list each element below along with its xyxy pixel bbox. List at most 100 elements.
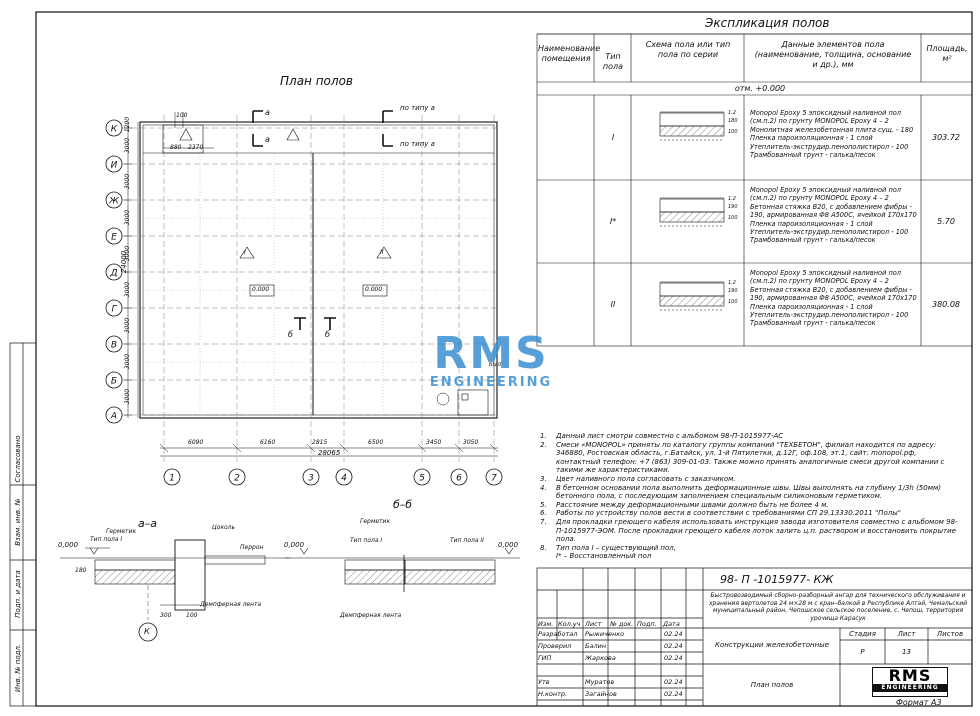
row3-desc: Monopol Epoxy 5 эпоксидный наливной пол(… xyxy=(750,269,922,328)
stamp-col-header: Подп. xyxy=(637,620,657,628)
note-item: 5.Расстояние между деформационными швами… xyxy=(540,501,960,510)
row-axis-7: Б xyxy=(105,371,123,389)
row-total-dim: 24000 xyxy=(120,250,129,274)
col-total-dim: 28065 xyxy=(318,449,341,457)
floor-layer-line: Трамбованный грунт - галька/песок xyxy=(750,236,876,245)
stamp-stage: Р xyxy=(860,648,865,656)
section-mark-a2: а xyxy=(265,135,270,144)
row-axis-label: И xyxy=(111,161,118,171)
floor-layer-line: Пленка пароизоляционная - 1 слой xyxy=(750,219,873,228)
aa-label-platform: Перрон xyxy=(240,544,264,551)
section-aa xyxy=(60,539,290,642)
title-block xyxy=(536,567,973,707)
row-axis-8: А xyxy=(105,406,123,424)
col-dim: 6090 xyxy=(188,439,204,446)
side-inv: Инв. № подл. xyxy=(14,643,22,693)
hdr-data: Данные элементов пола (наименование, тол… xyxy=(754,40,912,69)
row-axis-label: Б xyxy=(111,377,117,387)
aa-axis-k: К xyxy=(144,627,150,636)
bb-label-damper: Демпферная лента xyxy=(340,612,402,619)
stamp-person-field: Загайнов xyxy=(585,690,617,698)
note-text: Данный лист смотри совместно с альбомом … xyxy=(556,432,784,440)
floor-layer-line: Утеплитель-экструдир.пенополистирол - 10… xyxy=(750,228,909,237)
floor-type-marker-i xyxy=(239,246,255,259)
row-dim: 3000 xyxy=(124,281,132,298)
floor-layer-line: Утеплитель-экструдир.пенополистирол - 10… xyxy=(750,142,909,151)
row2-dim-b: 190 xyxy=(728,204,738,210)
row-axis-label: К xyxy=(111,125,118,135)
hdr-scheme: Схема пола или тип пола по серии xyxy=(645,40,731,59)
row3-dim-a: 1.2 xyxy=(728,280,736,286)
level-mark-2: 0.000 xyxy=(365,286,383,293)
col-axis-2: 3 xyxy=(302,468,320,486)
col-axis-0: 1 xyxy=(163,468,181,486)
hdr-area: Площадь, м² xyxy=(926,44,968,63)
hdr-type: Тип пола xyxy=(602,52,624,71)
type-label-1: по типу а xyxy=(400,104,435,112)
aa-label-damper: Демпферная лента xyxy=(200,601,262,608)
section-mark-b2: б xyxy=(325,330,330,339)
col-axis-markers: 1 2 3 4 5 6 7 xyxy=(163,468,503,486)
bb-level-2: 0,000 xyxy=(498,541,519,549)
row-axis-1: И xyxy=(105,155,123,173)
stamp-person-field: 02.24 xyxy=(664,690,683,698)
col-axis-label: 5 xyxy=(419,474,425,484)
section-mark-b1: б xyxy=(288,330,293,339)
stamp-format: Формат А3 xyxy=(896,698,942,707)
row1-dim-b: 180 xyxy=(728,118,738,124)
row-axis-6: В xyxy=(105,335,123,353)
floor-scheme-3 xyxy=(659,281,725,311)
col-axis-label: 2 xyxy=(234,474,240,484)
note-item: 3.Цвет наливного пола согласовать с зака… xyxy=(540,475,960,484)
col-axis-6: 7 xyxy=(485,468,503,486)
note-number: 1. xyxy=(540,432,547,440)
note-item: 1. Данный лист смотри совместно с альбомо… xyxy=(540,432,960,441)
floor-layer-line: (см.п.2) по грунту MONOPOL Epoxy 4 – 2 xyxy=(750,277,889,286)
note-item: 7.Для прокладки греющего кабеля использо… xyxy=(540,518,960,544)
aa-level: 0,000 xyxy=(58,541,79,549)
section-cut-a xyxy=(252,110,393,330)
row1-area: 303.72 xyxy=(932,133,960,142)
row2-desc: Monopol Epoxy 5 эпоксидный наливной пол(… xyxy=(750,186,922,245)
section-bb-title: б–б xyxy=(393,498,413,511)
note-number: 8. xyxy=(540,543,547,552)
row-axis-label: В xyxy=(111,341,117,351)
floor-layer-line: (см.п.2) по грунту MONOPOL Epoxy 4 – 2 xyxy=(750,194,889,203)
floor-layer-line: Монолитная железобетонная плита сущ. - 1… xyxy=(750,125,914,134)
stamp-section: Конструкции железобетонные xyxy=(714,641,830,649)
level-row: отм. +0.000 xyxy=(734,84,786,93)
row-dim: 3000 xyxy=(124,173,132,190)
row-axis-label: Д xyxy=(109,269,117,279)
general-notes: 1. Данный лист смотри совместно с альбомо… xyxy=(540,432,960,561)
floor-layer-line: (см.п.2) по грунту MONOPOL Epoxy 4 – 2 xyxy=(750,117,889,126)
bb-label-sealant: Герметик xyxy=(360,518,391,525)
row2-type: I* xyxy=(609,217,617,226)
stamp-person-field: 02.24 xyxy=(664,654,683,662)
floor-scheme-1 xyxy=(659,111,725,141)
row-axis-label: А xyxy=(110,412,117,422)
explication-title: Экспликация полов xyxy=(705,16,830,30)
row-axis-5: Г xyxy=(105,299,123,317)
col-axis-label: 1 xyxy=(169,474,175,484)
row-dim: 3000 xyxy=(124,388,132,405)
floor-layer-line: Трамбованный грунт - галька/песок xyxy=(750,151,876,160)
note-text: Тип пола I – существующий пол, xyxy=(556,543,676,552)
bb-label-type-ii: Тип пола II xyxy=(450,537,484,544)
side-sign-date: Подп. и дата xyxy=(14,570,22,618)
stamp-person-field: 02.24 xyxy=(664,678,683,686)
stamp-code: 98- П -1015977- КЖ xyxy=(720,573,834,586)
col-axis-label: 4 xyxy=(341,474,347,484)
col-axis-label: 6 xyxy=(456,474,462,484)
note-text: В бетонном основании пола выполнить дефо… xyxy=(556,483,942,501)
floor-layer-line: Monopol Epoxy 5 эпоксидный наливной пол xyxy=(750,186,901,194)
bottom-dimension-chain xyxy=(159,443,499,457)
hdr-room: Наименование помещения xyxy=(538,44,601,63)
row-axis-2: Ж xyxy=(105,191,123,209)
note-item: 6.Работы по устройству полов вести в соо… xyxy=(540,509,960,518)
stamp-stage-h: Стадия xyxy=(849,630,876,638)
grout-label: Бtд0 xyxy=(489,362,502,368)
col-axis-label: 3 xyxy=(308,474,314,484)
side-replace: Взам. инв. № xyxy=(14,498,22,546)
